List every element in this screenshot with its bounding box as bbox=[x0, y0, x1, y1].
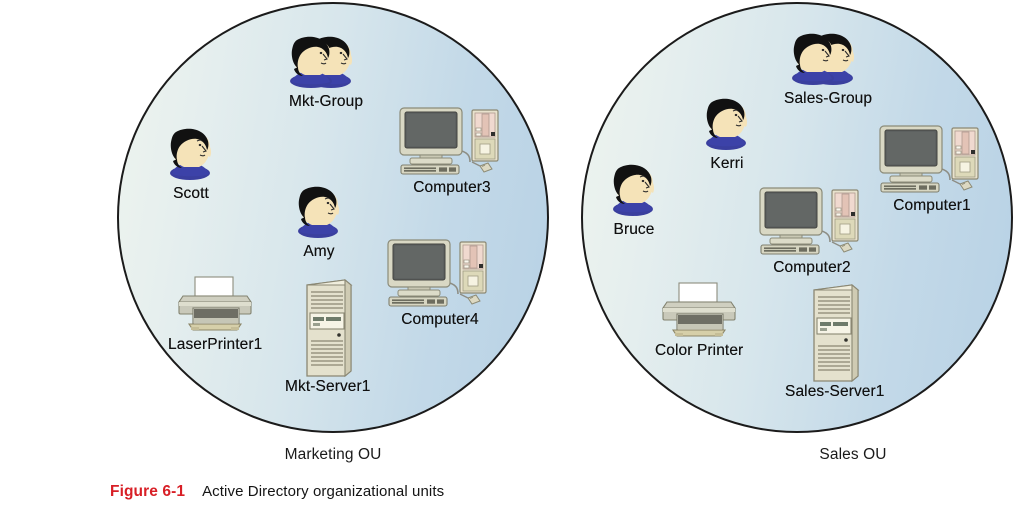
object-node-computer4[interactable]: Computer4 bbox=[384, 238, 496, 329]
object-node-computer2[interactable]: Computer2 bbox=[756, 186, 868, 277]
computer-icon bbox=[876, 124, 988, 196]
object-label: Computer1 bbox=[893, 197, 971, 214]
figure-number: Figure 6-1 bbox=[110, 483, 186, 500]
object-node-sales-server1[interactable]: Sales-Server1 bbox=[785, 282, 885, 401]
figure-title: Active Directory organizational units bbox=[202, 483, 445, 500]
ou-caption-sales: Sales OU bbox=[819, 446, 887, 463]
object-label: Computer3 bbox=[413, 179, 491, 196]
server-icon bbox=[808, 282, 862, 382]
user-icon bbox=[292, 184, 346, 242]
object-label: Computer2 bbox=[773, 259, 851, 276]
object-label: Color Printer bbox=[655, 342, 744, 359]
object-node-kerri[interactable]: Kerri bbox=[700, 96, 754, 173]
object-node-sales-group[interactable]: Sales-Group bbox=[784, 31, 872, 108]
object-node-color-printer[interactable]: Color Printer bbox=[655, 281, 743, 360]
ou-caption-marketing: Marketing OU bbox=[284, 446, 382, 463]
object-node-bruce[interactable]: Bruce bbox=[607, 162, 661, 239]
object-label: Sales-Server1 bbox=[785, 383, 885, 400]
object-label: Bruce bbox=[613, 221, 655, 238]
user-icon bbox=[164, 126, 218, 184]
printer-icon bbox=[173, 275, 257, 335]
object-label: Mkt-Group bbox=[288, 93, 364, 110]
computer-icon bbox=[396, 106, 508, 178]
computer-icon bbox=[756, 186, 868, 258]
object-label: Computer4 bbox=[401, 311, 479, 328]
user-icon bbox=[700, 96, 754, 154]
figure-caption: Figure 6-1 Active Directory organization… bbox=[110, 483, 444, 501]
object-node-laserprinter1[interactable]: LaserPrinter1 bbox=[168, 275, 262, 354]
object-node-computer1[interactable]: Computer1 bbox=[876, 124, 988, 215]
object-label: LaserPrinter1 bbox=[168, 336, 263, 353]
group-icon bbox=[287, 34, 365, 92]
computer-icon bbox=[384, 238, 496, 310]
object-label: Mkt-Server1 bbox=[285, 378, 371, 395]
group-icon bbox=[789, 31, 867, 89]
object-node-amy[interactable]: Amy bbox=[292, 184, 346, 261]
object-label: Kerri bbox=[710, 155, 744, 172]
object-node-computer3[interactable]: Computer3 bbox=[396, 106, 508, 197]
object-label: Scott bbox=[173, 185, 209, 202]
object-node-scott[interactable]: Scott bbox=[164, 126, 218, 203]
printer-icon bbox=[657, 281, 741, 341]
server-icon bbox=[301, 277, 355, 377]
user-icon bbox=[607, 162, 661, 220]
object-node-mkt-server1[interactable]: Mkt-Server1 bbox=[285, 277, 371, 396]
object-label: Sales-Group bbox=[784, 90, 873, 107]
object-label: Amy bbox=[303, 243, 335, 260]
object-node-mkt-group[interactable]: Mkt-Group bbox=[287, 34, 365, 111]
